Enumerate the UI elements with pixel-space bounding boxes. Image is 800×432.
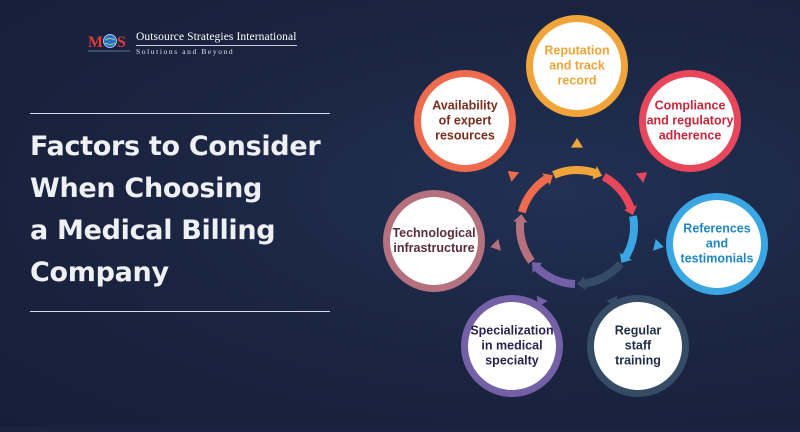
ring-segment — [552, 165, 598, 179]
factor-node-face — [673, 200, 761, 288]
ring-segment — [515, 219, 535, 264]
connector-arrow — [653, 239, 664, 251]
factor-node-face — [533, 22, 621, 110]
factor-node — [526, 15, 628, 117]
ring-segment — [518, 174, 550, 214]
connector-arrow — [635, 172, 648, 183]
factor-node — [383, 190, 485, 292]
logo-divider — [136, 44, 297, 46]
connector-arrow — [571, 138, 583, 148]
ring-arrowhead — [542, 173, 553, 186]
connector-arrow — [507, 171, 520, 182]
svg-text:M: M — [88, 34, 103, 51]
connector-arrow — [490, 239, 501, 251]
factor-node — [639, 70, 741, 172]
factor-node-face — [468, 302, 556, 390]
svg-text:S: S — [117, 34, 126, 51]
factor-label: Specialization in medical specialty — [470, 323, 554, 368]
title-top-rule — [30, 113, 330, 114]
factor-label: Technological infrastructure — [392, 226, 476, 255]
ring-segment — [621, 215, 639, 261]
factor-node — [461, 295, 563, 397]
factor-label: Reputation and track record — [544, 43, 610, 88]
ring-segment — [533, 263, 576, 288]
factor-node-face — [594, 302, 682, 390]
ring-segment — [601, 173, 636, 211]
factor-label: Availability of expert resources — [432, 98, 498, 143]
logo-company-name: Outsource Strategies International — [136, 30, 297, 43]
logo-mark-icon: M S — [88, 30, 132, 56]
ring-arrowhead — [532, 262, 543, 273]
logo-text: Outsource Strategies International Solut… — [136, 31, 297, 56]
page-title: Factors to Consider When Choosing a Medi… — [30, 126, 360, 294]
factor-node-face — [646, 77, 734, 165]
factor-node — [666, 193, 768, 295]
ring-arrowhead — [513, 214, 528, 223]
title-bottom-rule — [30, 311, 330, 312]
factor-label: Regular staff training — [614, 323, 662, 368]
title-line: Company — [30, 257, 169, 288]
factor-node — [587, 295, 689, 397]
factor-node-face — [421, 77, 509, 165]
logo-tagline: Solutions and Beyond — [136, 46, 235, 56]
ring-arrowhead — [624, 205, 638, 216]
title-line: When Choosing — [30, 173, 263, 204]
ring-arrowhead — [592, 166, 602, 180]
ring-arrowhead — [577, 276, 586, 291]
company-logo: M S Outsource Strategies International S… — [88, 30, 297, 56]
factor-label: Compliance and regulatory adherence — [646, 98, 734, 143]
factor-node-face — [390, 197, 478, 285]
factor-node — [414, 70, 516, 172]
ring-arrowhead — [619, 252, 632, 263]
ring-segment — [582, 260, 624, 288]
title-line: a Medical Billing — [30, 215, 276, 246]
factor-label: References and testimonials — [680, 221, 754, 266]
title-line: Factors to Consider — [30, 131, 321, 162]
